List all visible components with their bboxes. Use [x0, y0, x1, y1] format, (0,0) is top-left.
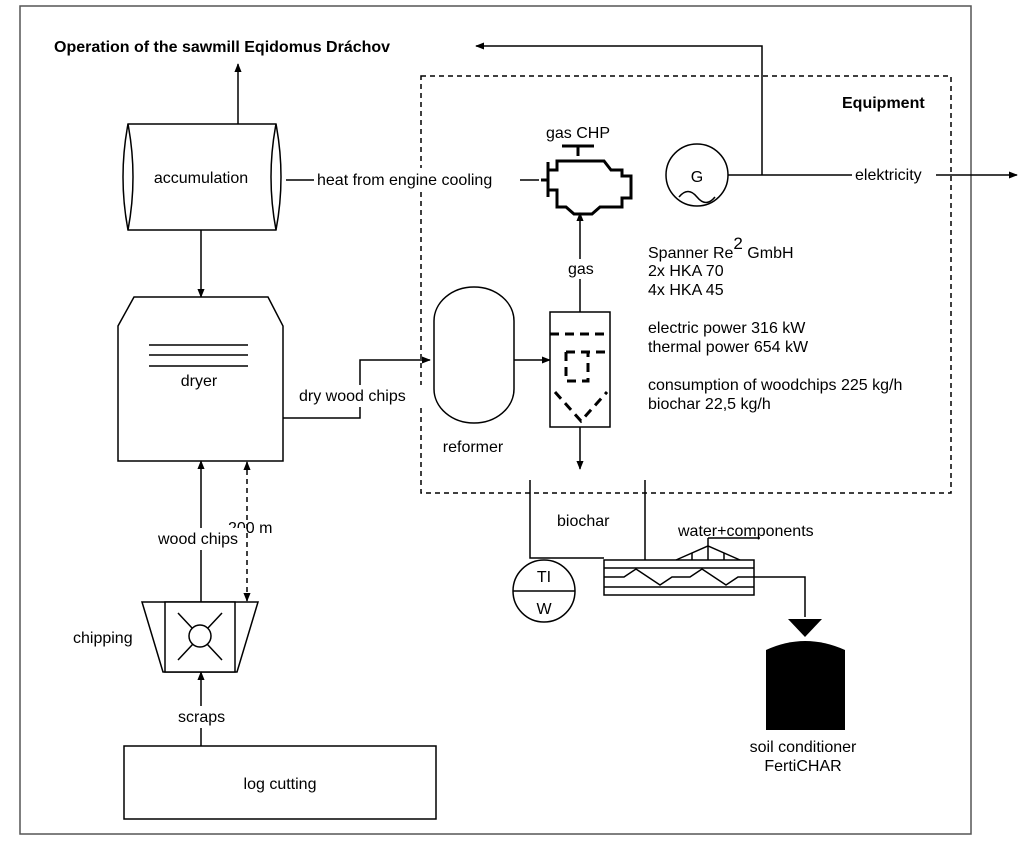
diagram-title: Operation of the sawmill Eqidomus Drácho…: [54, 39, 390, 56]
generator-symbol: G: [691, 169, 703, 186]
heat-label: heat from engine cooling: [317, 172, 492, 189]
chipping-label: chipping: [73, 630, 133, 647]
accumulation-tank: [122, 123, 282, 231]
engine-icon: [541, 144, 633, 216]
soil-conditioner-label-line2: FertiCHAR: [764, 758, 841, 775]
gasifier: [549, 311, 611, 428]
dryer-label: dryer: [181, 373, 218, 390]
ti-label: TI: [537, 569, 551, 586]
log-cutting-box: [123, 745, 437, 820]
gas-label: gas: [568, 261, 594, 278]
silo-inlet-triangle: [788, 619, 822, 637]
generator-sine: [678, 190, 716, 204]
equipment-specs: Spanner Re2 GmbH 2x HKA 70 4x HKA 45 ele…: [648, 234, 902, 413]
dry-wood-chips-label: dry wood chips: [299, 388, 406, 405]
spec-electric-power: electric power 316 kW: [648, 320, 806, 337]
outer-frame: [19, 5, 972, 835]
heat-exchanger: [603, 559, 755, 596]
spec-thermal-power: thermal power 654 kW: [648, 339, 809, 356]
reformer-vessel: [433, 286, 515, 424]
chipping-machine: [140, 601, 260, 673]
spec-supplier: Spanner Re: [648, 245, 733, 262]
log-cutting-label: log cutting: [244, 776, 317, 793]
spec-supplier-superscript: 2: [733, 234, 742, 253]
reformer-label: reformer: [443, 439, 504, 456]
soil-conditioner-silo: [766, 641, 845, 730]
ti-w-indicator: [512, 559, 576, 623]
biochar-line-left: [529, 480, 604, 559]
soil-conditioner-label-line1: soil conditioner: [750, 739, 857, 756]
water-components-label: water+components: [677, 523, 814, 540]
accumulation-label: accumulation: [154, 170, 248, 187]
svg-text:Spanner Re2 GmbH: Spanner Re2 GmbH: [648, 234, 794, 262]
wood-chips-label: wood chips: [157, 531, 238, 548]
equipment-boundary: [420, 75, 952, 494]
scraps-label: scraps: [178, 709, 225, 726]
exchanger-to-silo-line: [754, 576, 806, 617]
biochar-label: biochar: [557, 513, 610, 530]
spec-supplier-suffix: GmbH: [743, 245, 794, 262]
spec-consumption: consumption of woodchips 225 kg/h: [648, 377, 902, 394]
electricity-label: elektricity: [855, 167, 922, 184]
spec-biochar: biochar 22,5 kg/h: [648, 396, 771, 413]
electricity-to-sawmill-arrow: [475, 42, 763, 175]
equipment-label: Equipment: [842, 95, 925, 112]
dryer: [117, 296, 284, 462]
w-label: W: [536, 601, 552, 618]
gas-chp-label: gas CHP: [546, 125, 610, 142]
spec-hka-45: 4x HKA 45: [648, 282, 724, 299]
spec-hka-70: 2x HKA 70: [648, 263, 724, 280]
